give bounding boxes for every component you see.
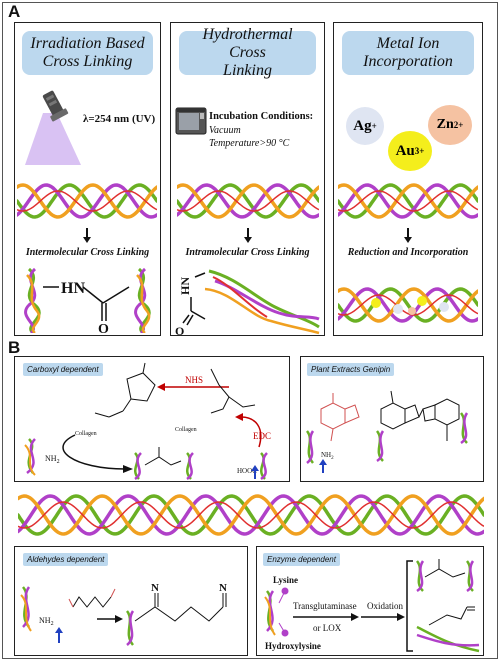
amide-o-label: O — [98, 322, 109, 333]
au-charge: 3+ — [414, 146, 425, 156]
carboxyl-scheme: Collagen NHS EDC Collagen NH2 HOOC — [24, 362, 271, 481]
enzyme-title: Enzyme dependent — [263, 553, 340, 566]
condition-temperature: Temperature>90 °C — [209, 138, 290, 149]
enzyme-box: Enzyme dependent Lysine Hydroxylysine Tr… — [256, 546, 484, 656]
helix-accent-strand — [177, 190, 319, 212]
helix-strand-1 — [177, 183, 319, 219]
genipin-title: Plant Extracts Genipin — [307, 363, 395, 376]
hydrothermal-hn-label: HN — [178, 277, 192, 295]
amide-crosslink-structure: HN O — [24, 267, 151, 333]
genipin-nh2-label: NH2 — [321, 451, 334, 461]
hydrothermal-title: Hydrothermal Cross Linking — [179, 26, 316, 79]
uv-lamp-icon — [25, 90, 81, 165]
oxidation-label: Oxidation — [367, 601, 403, 611]
aldehydes-scheme: NH2 N N — [20, 582, 227, 646]
helix-strand-0 — [338, 183, 478, 219]
amide-hn-label: HN — [61, 280, 85, 297]
helix-strand-1 — [338, 183, 478, 219]
incubator-oven-icon — [175, 107, 207, 135]
helix-strand-1 — [17, 183, 157, 219]
metal-title-line1: Metal Ion — [376, 35, 440, 52]
imine-n2-label: N — [219, 582, 227, 594]
enzyme-name-line1: Transglutaminase — [293, 601, 357, 611]
down-arrow-a2 — [244, 228, 252, 243]
metal-particles — [371, 296, 449, 315]
helix-accent-strand — [338, 294, 478, 316]
hydrothermal-box: Hydrothermal Cross Linking Incubation Co… — [170, 22, 325, 336]
ag-symbol: Ag — [353, 117, 372, 134]
hydrothermal-title-line2: Linking — [223, 62, 272, 79]
hooc-label: HOOC — [237, 467, 257, 475]
vertical-helix-left — [24, 267, 41, 333]
irradiation-title: Irradiation Based Cross Linking — [22, 31, 153, 75]
edc-label: EDC — [253, 431, 271, 441]
hydrothermal-title-line1: Hydrothermal Cross — [202, 26, 293, 61]
vertical-helix-right — [134, 267, 151, 333]
irradiation-title-line2: Cross Linking — [42, 53, 133, 70]
down-arrow-a3 — [404, 228, 412, 243]
panel-b-letter: B — [8, 338, 21, 357]
zn-charge: 2+ — [453, 120, 464, 130]
genipin-box: Plant Extracts Genipin NH2 — [300, 356, 484, 482]
enzyme-name-line2: or LOX — [313, 623, 342, 633]
metal-title-line2: Incorporation — [363, 53, 453, 70]
carboxyl-box: Carboxyl dependent Collagen NHS EDC Coll… — [14, 356, 290, 482]
irradiation-box: Irradiation Based Cross Linking λ=254 nm… — [14, 22, 161, 336]
irradiation-title-line1: Irradiation Based — [30, 35, 145, 52]
metal-incorporated-helix — [338, 287, 478, 323]
down-arrow-a1 — [83, 228, 91, 243]
au-symbol: Au — [395, 142, 415, 159]
carboxyl-nh2-label: NH2 — [45, 454, 60, 465]
triple-helix-a1 — [17, 183, 157, 219]
helix-accent-strand — [17, 190, 157, 212]
aldehydes-nh2-label: NH2 — [39, 616, 54, 627]
helix-accent-strand — [338, 190, 478, 212]
genipin-scheme: NH2 — [305, 390, 469, 473]
hydrothermal-caption: Intramolecular Cross Linking — [185, 247, 310, 258]
silver-ion-bubble: Ag+ — [346, 107, 384, 145]
metal-caption: Reduction and Incorporation — [347, 247, 469, 258]
helix-strand-1 — [338, 287, 478, 323]
aldehydes-title: Aldehydes dependent — [23, 553, 109, 566]
nhs-label: NHS — [185, 375, 203, 385]
ag-charge: + — [371, 121, 377, 131]
metal-ion-title: Metal Ion Incorporation — [342, 31, 474, 75]
intramolecular-structure: HN O — [175, 269, 320, 335]
central-triple-helix — [18, 494, 484, 536]
hydroxylysine-label: Hydroxylysine — [265, 641, 321, 651]
helix-strand-0 — [17, 183, 157, 219]
irradiation-caption: Intermolecular Cross Linking — [25, 247, 150, 258]
condition-vacuum: Vacuum — [209, 125, 241, 136]
helix-strand-0 — [18, 494, 484, 536]
incubation-conditions-label: Incubation Conditions: — [209, 111, 314, 122]
helix-strand-2 — [18, 494, 484, 536]
helix-strand-0 — [338, 287, 478, 323]
carboxyl-title: Carboxyl dependent — [23, 363, 103, 376]
collagen-label-1: Collagen — [75, 431, 97, 437]
collagen-label-2: Collagen — [175, 427, 197, 433]
enzyme-scheme — [264, 559, 480, 653]
triple-helix-a3 — [338, 183, 478, 219]
helix-strand-0 — [177, 183, 319, 219]
uv-wavelength-label: λ=254 nm (UV) — [83, 113, 156, 125]
lysine-label: Lysine — [273, 575, 299, 585]
zn-symbol: Zn — [436, 117, 454, 132]
panel-a-letter: A — [8, 2, 21, 21]
helix-accent-strand — [18, 501, 484, 529]
triple-helix-a2 — [177, 183, 319, 219]
hydrothermal-o-label: O — [175, 324, 184, 335]
imine-n1-label: N — [151, 582, 159, 594]
aldehydes-box: Aldehydes dependent NH2 N N — [14, 546, 248, 656]
helix-strand-1 — [18, 494, 484, 536]
